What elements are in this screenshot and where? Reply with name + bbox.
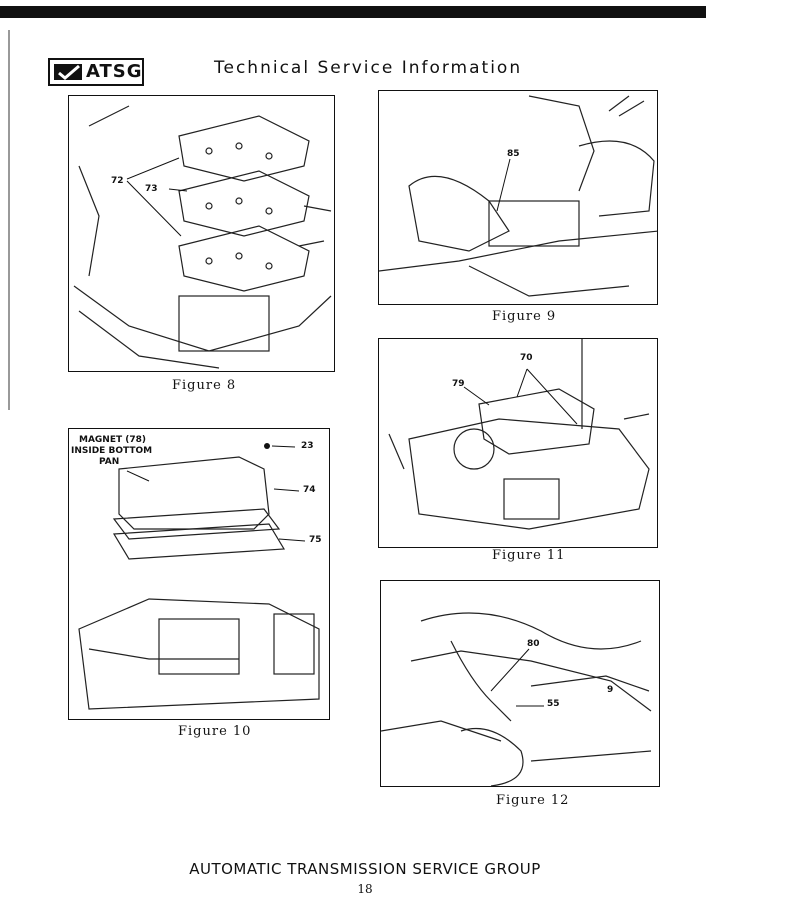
figure-9-caption: Figure 9	[492, 309, 557, 324]
figure-12-caption: Figure 12	[496, 793, 570, 808]
figure-9-image: 85	[378, 90, 658, 305]
checkmark-icon	[58, 64, 80, 80]
footer-organization: AUTOMATIC TRANSMISSION SERVICE GROUP	[189, 860, 541, 878]
figure-8-image: 72 73	[68, 95, 335, 372]
figure-8-caption: Figure 8	[172, 378, 237, 393]
atsg-logo: ATSG	[48, 58, 144, 86]
figure-11-caption: Figure 11	[492, 548, 566, 563]
top-border-bar	[0, 6, 706, 18]
page-title: Technical Service Information	[214, 58, 523, 78]
figure-8-drawing	[73, 105, 332, 369]
callout-70: 70	[520, 353, 533, 363]
figure-10-image: MAGNET (78) INSIDE BOTTOM PAN 23 74 75	[68, 428, 330, 720]
callout-72: 72	[111, 176, 124, 186]
figure-10-caption: Figure 10	[178, 724, 252, 739]
figure-10-drawing	[78, 443, 320, 710]
figure-9-drawing	[379, 95, 657, 297]
logo-text: ATSG	[86, 61, 143, 82]
callout-80: 80	[527, 639, 540, 649]
callout-pan: PAN	[99, 457, 120, 467]
callout-79: 79	[452, 379, 465, 389]
page-number: 18	[357, 882, 373, 896]
callout-9: 9	[607, 685, 614, 695]
callout-74: 74	[303, 485, 316, 495]
callout-75: 75	[309, 535, 322, 545]
callout-55: 55	[547, 699, 560, 709]
callout-magnet: MAGNET (78)	[79, 435, 147, 445]
callout-23: 23	[301, 441, 314, 451]
callout-73: 73	[145, 184, 158, 194]
callout-85: 85	[507, 149, 520, 159]
figure-12-drawing	[381, 612, 652, 786]
figure-12-image: 80 9 55	[380, 580, 660, 787]
figure-11-image: 70 79	[378, 338, 658, 548]
figure-11-drawing	[388, 339, 650, 530]
left-scan-edge	[8, 30, 10, 410]
callout-inside-bottom: INSIDE BOTTOM	[71, 446, 153, 456]
